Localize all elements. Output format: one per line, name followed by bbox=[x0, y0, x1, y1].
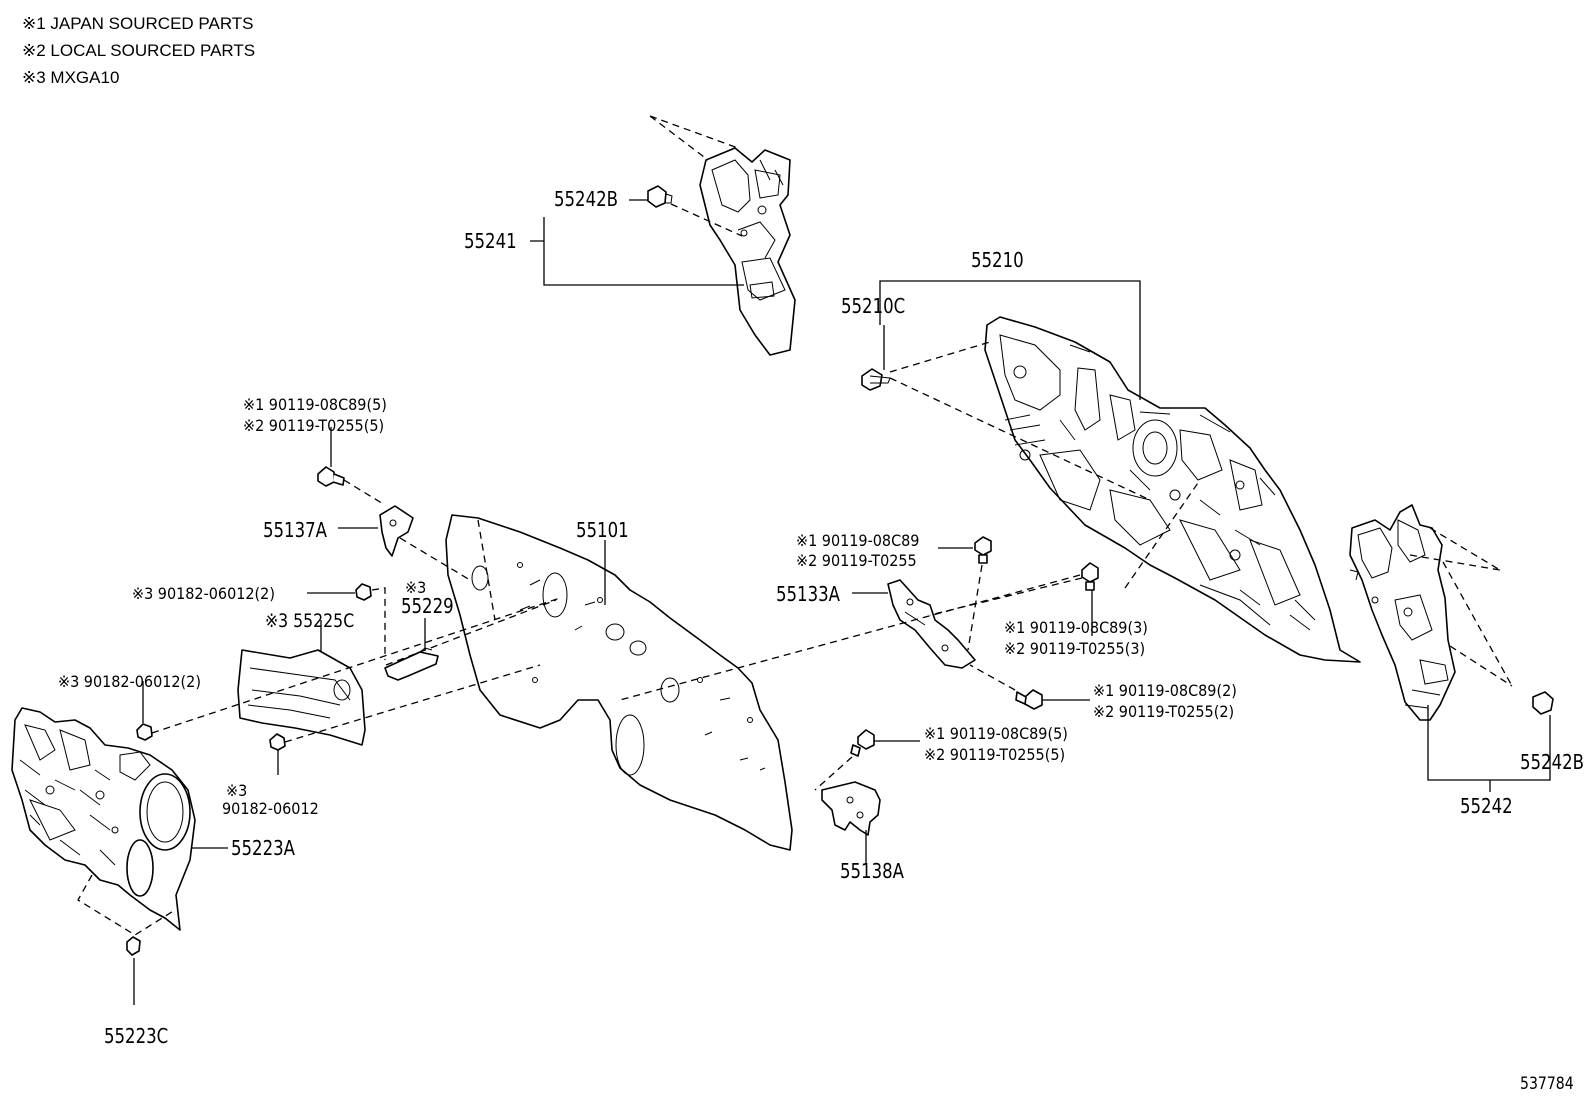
bolt-90119-08C89-2 bbox=[1015, 689, 1043, 710]
label-55101: 55101 bbox=[576, 518, 629, 542]
label-55137A: 55137A bbox=[263, 518, 327, 542]
nut-90182-06012-upper bbox=[355, 583, 372, 601]
label-bolt-b2: ※2 90119-T0255 bbox=[796, 551, 917, 570]
label-55223C: 55223C bbox=[104, 1024, 169, 1048]
part-55242-bracket bbox=[1349, 504, 1456, 721]
part-55101-dash-silencer bbox=[445, 514, 793, 851]
label-nut-h-mark: ※3 bbox=[226, 781, 248, 800]
label-55242: 55242 bbox=[1460, 794, 1513, 818]
bolt-90119-08C89-3 bbox=[1081, 562, 1099, 591]
part-55241-bracket bbox=[699, 147, 796, 356]
nut-90182-06012-left bbox=[136, 723, 153, 741]
label-55138A: 55138A bbox=[840, 859, 904, 883]
label-55242B-top: 55242B bbox=[554, 187, 619, 211]
diagram-reference-number: 537784 bbox=[1520, 1074, 1574, 1094]
part-55210-insulator bbox=[984, 316, 1361, 663]
part-55138A-bracket bbox=[821, 781, 881, 836]
part-55133A-bracket bbox=[887, 579, 976, 669]
legend-notes: ※1 JAPAN SOURCED PARTS ※2 LOCAL SOURCED … bbox=[22, 10, 255, 91]
label-bolt-f1: ※1 90119-08C89(2) bbox=[1093, 681, 1237, 700]
label-bolt-a1: ※1 90119-08C89(5) bbox=[243, 395, 387, 414]
clip-55242B-right bbox=[1532, 691, 1554, 715]
label-nut-c: ※3 90182-06012(2) bbox=[132, 584, 275, 603]
label-55225C: ※3 55225C bbox=[265, 610, 355, 632]
label-nut-h: 90182-06012 bbox=[222, 799, 319, 818]
label-55223A: 55223A bbox=[231, 836, 295, 860]
label-nut-e: ※3 90182-06012(2) bbox=[58, 672, 201, 691]
label-bolt-d2: ※2 90119-T0255(3) bbox=[1004, 639, 1146, 658]
clip-55210C bbox=[861, 368, 891, 391]
nut-90182-06012-lower bbox=[269, 733, 286, 751]
label-bolt-g1: ※1 90119-08C89(5) bbox=[924, 724, 1068, 743]
clip-55223C bbox=[126, 936, 141, 956]
bolt-90119-08C89-55138A bbox=[850, 729, 875, 757]
label-bolt-a2: ※2 90119-T0255(5) bbox=[243, 416, 385, 435]
bolt-90119-08C89-55133A bbox=[974, 536, 992, 564]
label-55210C: 55210C bbox=[841, 294, 906, 318]
label-55242B-right: 55242B bbox=[1520, 750, 1585, 774]
label-55133A: 55133A bbox=[776, 582, 840, 606]
label-bolt-d1: ※1 90119-08C89(3) bbox=[1004, 618, 1148, 637]
note-mxga10: ※3 MXGA10 bbox=[22, 68, 120, 87]
note-japan-sourced: ※1 JAPAN SOURCED PARTS bbox=[22, 14, 254, 33]
bolt-90119-08C89-topleft bbox=[317, 466, 345, 487]
clip-55242B-top bbox=[647, 185, 673, 208]
label-bolt-f2: ※2 90119-T0255(2) bbox=[1093, 702, 1235, 721]
part-55223A-insulator bbox=[11, 707, 196, 931]
label-bolt-g2: ※2 90119-T0255(5) bbox=[924, 745, 1066, 764]
label-55229: 55229 bbox=[401, 594, 454, 618]
label-bolt-b1: ※1 90119-08C89 bbox=[796, 531, 920, 550]
label-55241: 55241 bbox=[464, 229, 517, 253]
label-55210: 55210 bbox=[971, 248, 1024, 272]
part-55137A-bracket bbox=[379, 505, 414, 557]
label-55229-mark: ※3 bbox=[405, 578, 427, 597]
note-local-sourced: ※2 LOCAL SOURCED PARTS bbox=[22, 41, 256, 60]
part-55225C-panel bbox=[237, 649, 366, 746]
